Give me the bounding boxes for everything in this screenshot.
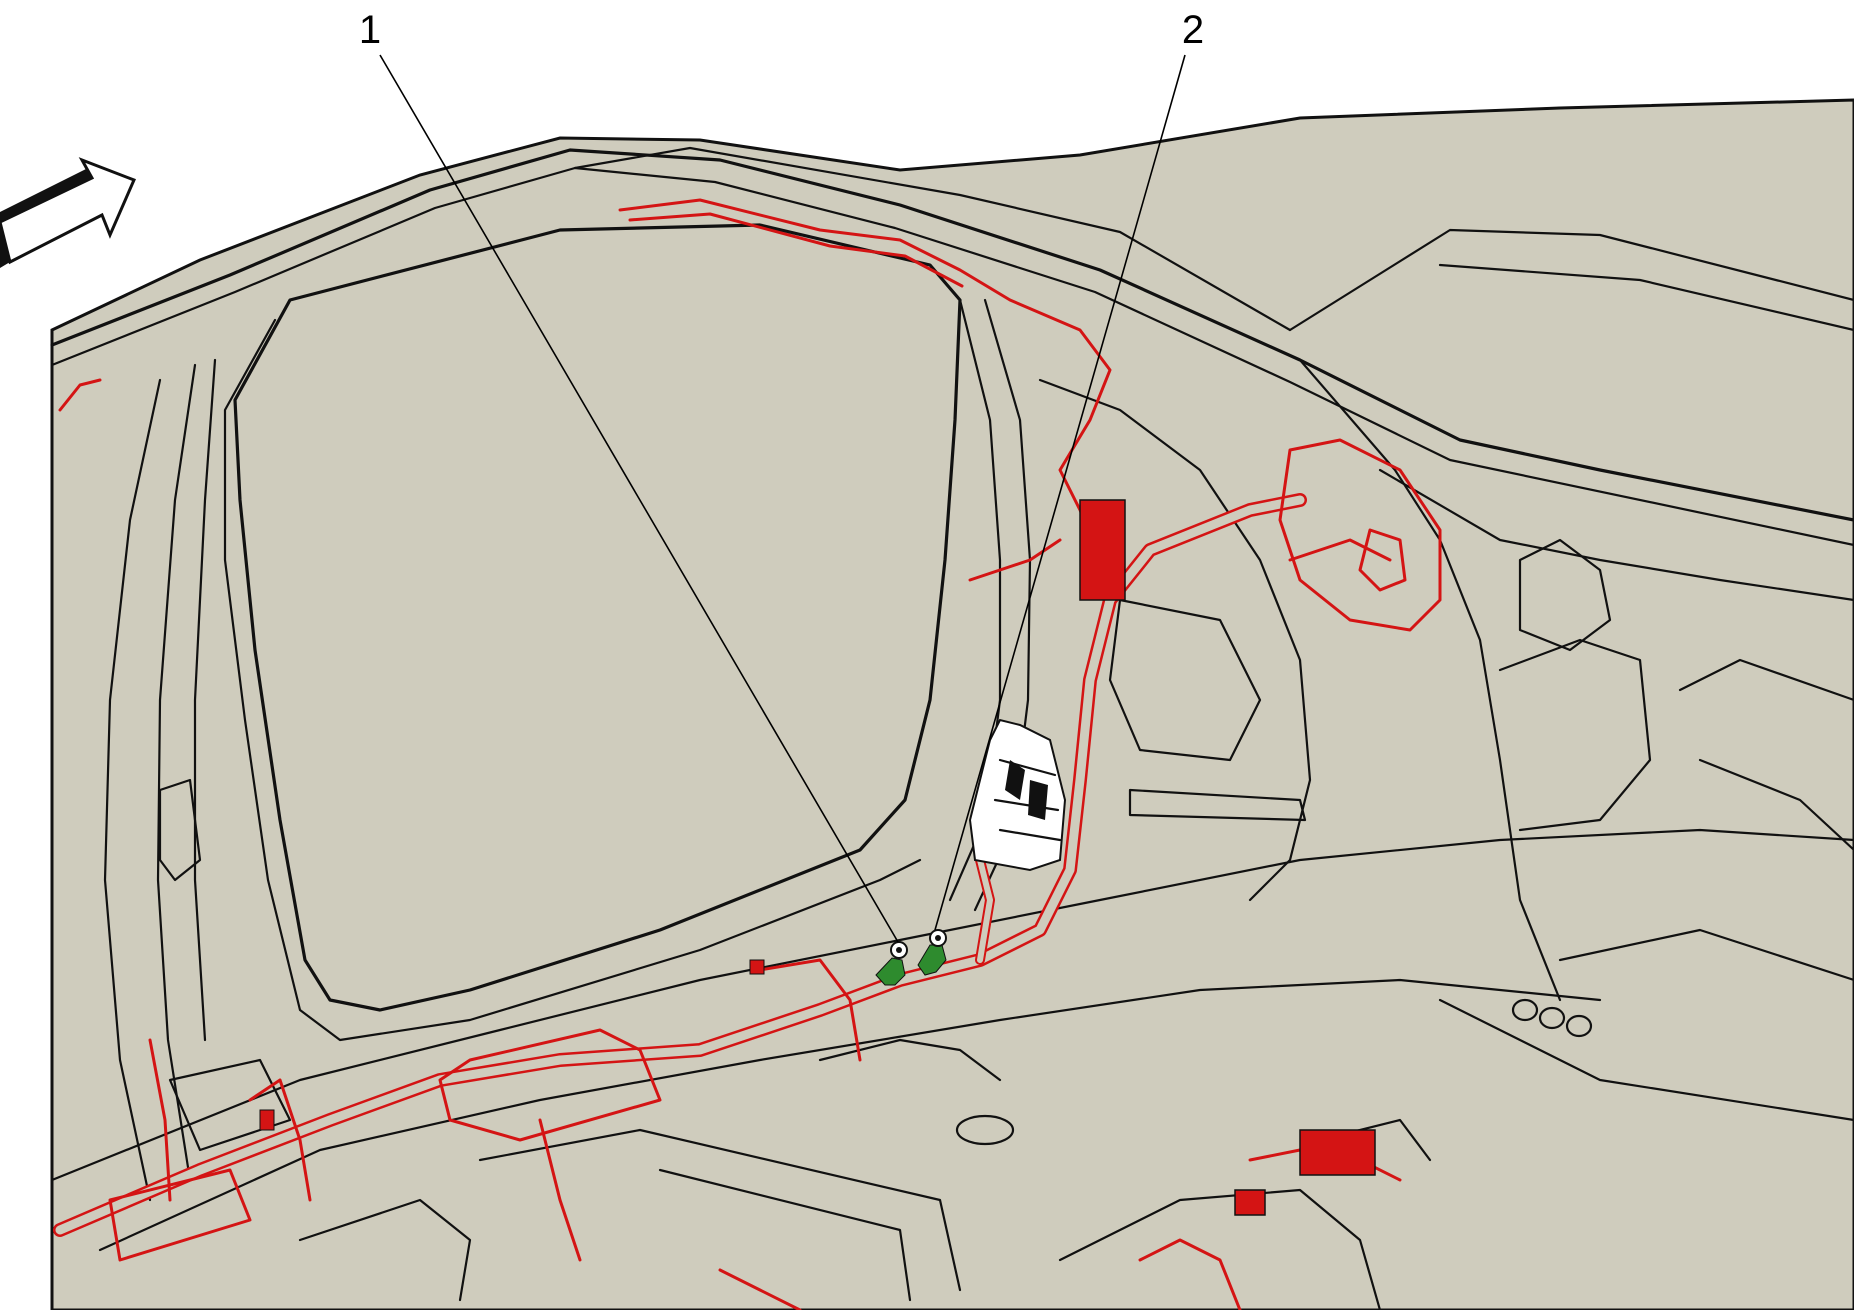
callout-1-leader <box>379 54 899 943</box>
callout-2-leader <box>934 54 1186 931</box>
dash-panel-outlines <box>1298 358 1854 1122</box>
front-direction-arrow-icon <box>0 157 137 268</box>
ground-stud-right <box>917 929 947 976</box>
roof-rail-lines <box>50 98 1854 547</box>
relay-module <box>968 718 1067 872</box>
b-pillar <box>103 358 292 1202</box>
floor-rocker <box>50 828 1854 1310</box>
callout-2-label: 2 <box>1182 8 1204 52</box>
ground-stud-left <box>875 941 908 986</box>
callout-1-label: 1 <box>359 8 381 52</box>
wiring-harness <box>53 198 1442 1310</box>
